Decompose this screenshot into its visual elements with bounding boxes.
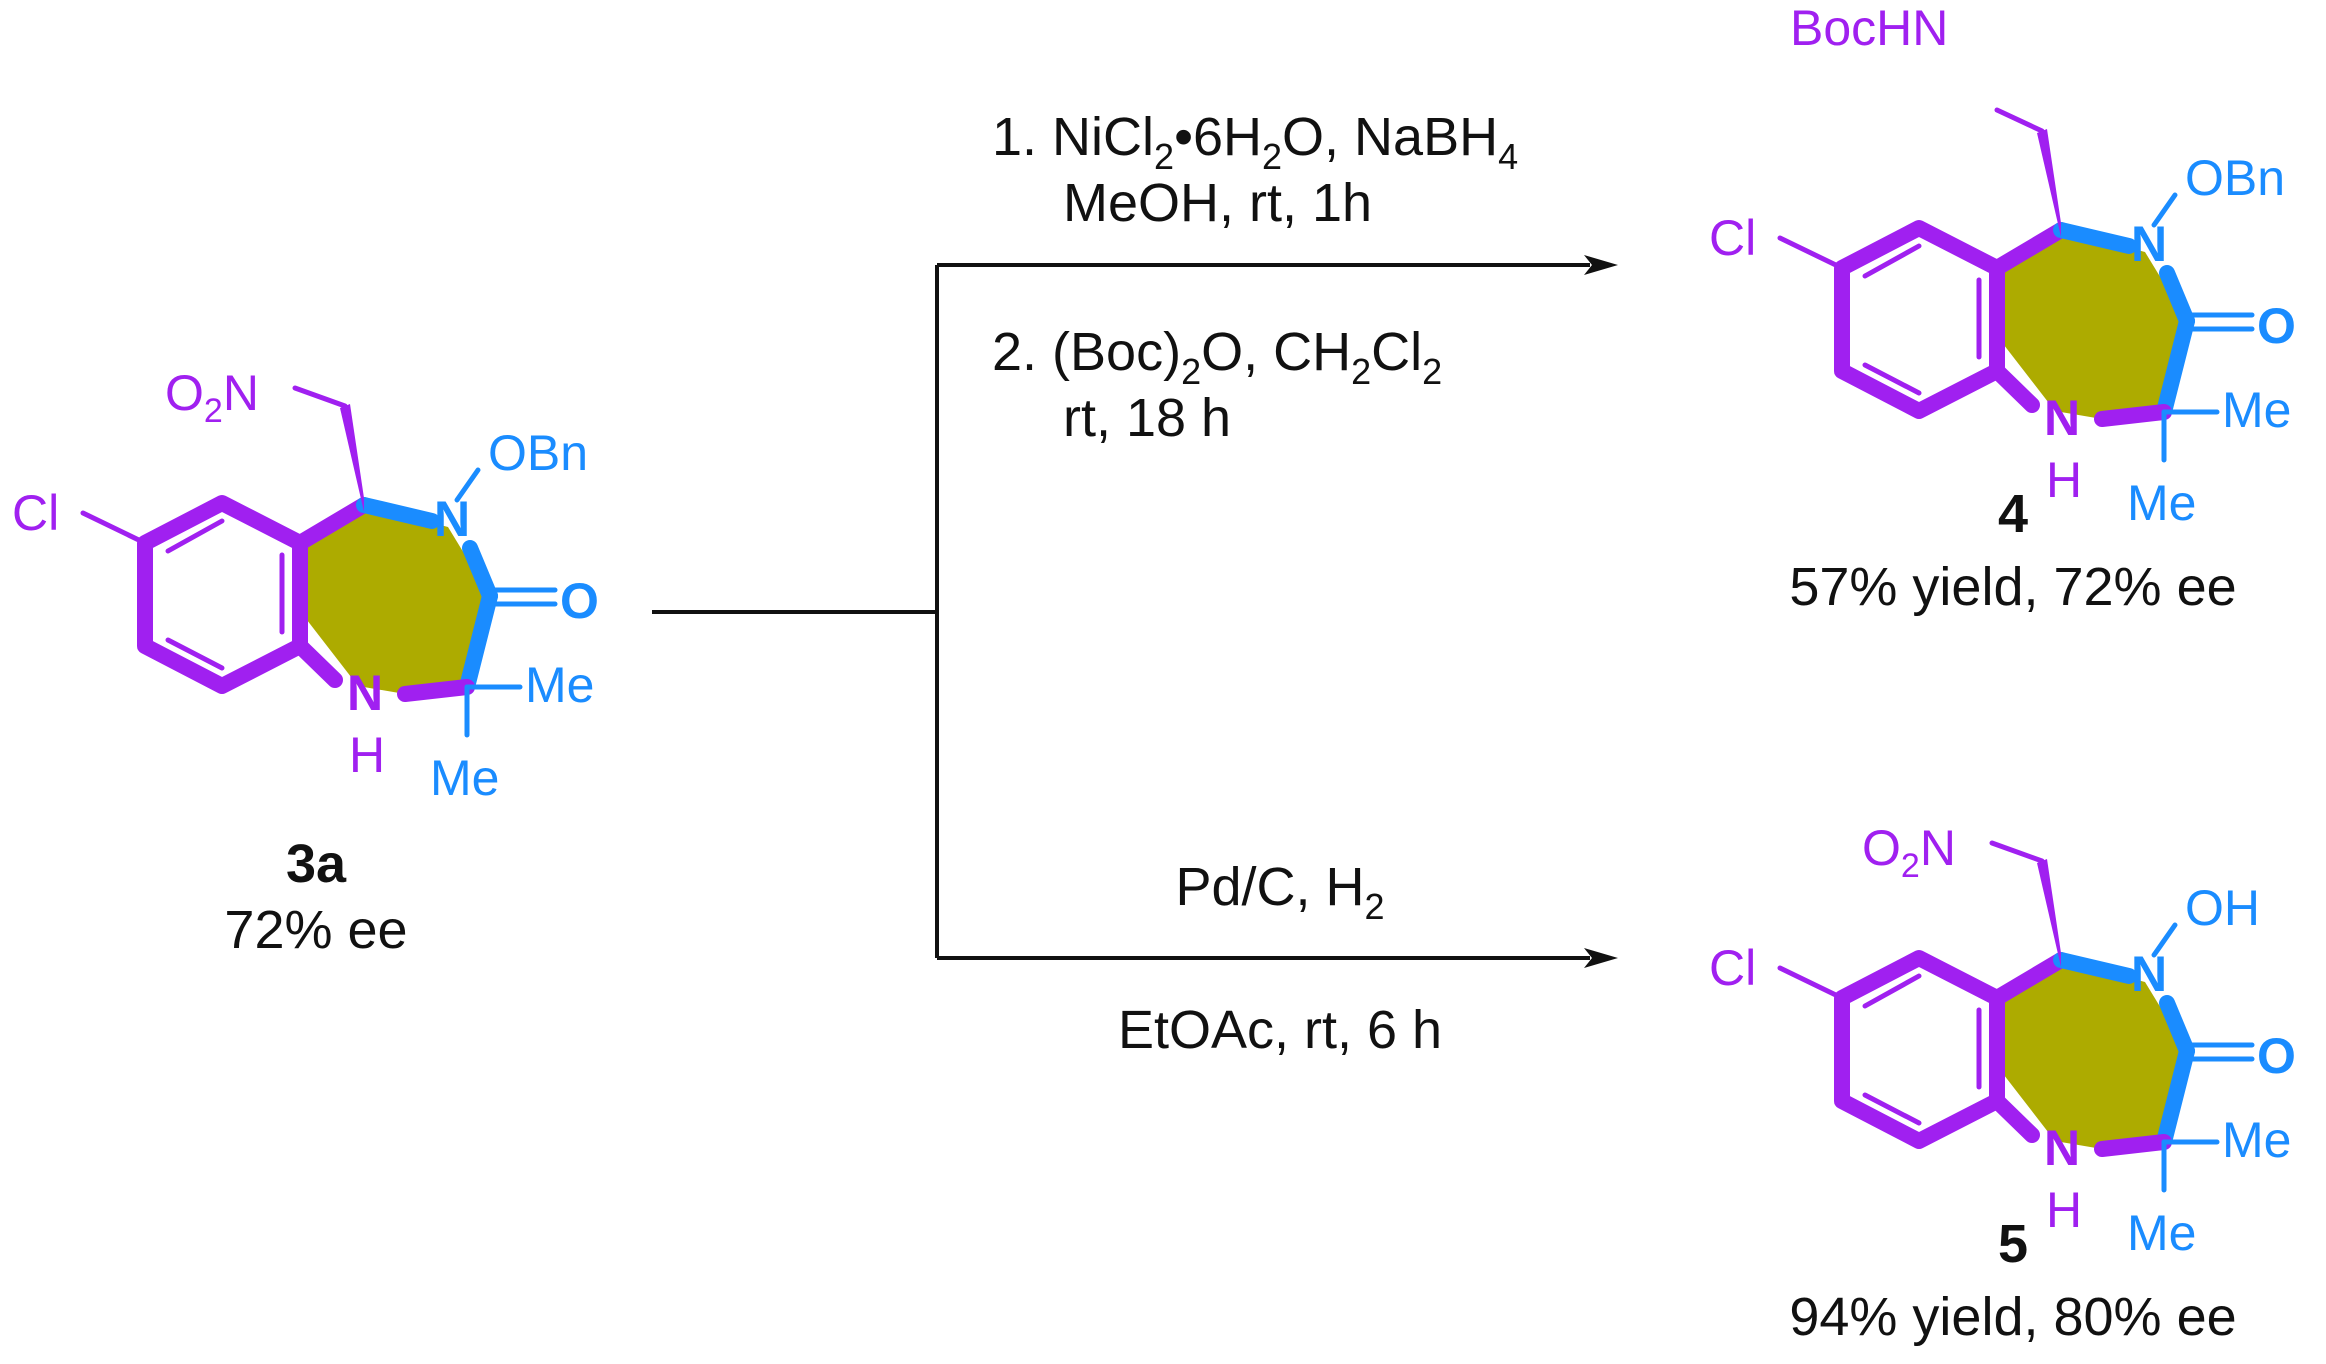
aromatic-inner-bond (165, 637, 225, 671)
arrowhead-bottom (1584, 948, 1618, 968)
condition-line-2: EtOAc, rt, 6 h (1118, 1000, 1442, 1060)
n-o-bond (2151, 922, 2178, 958)
ring-bond (292, 497, 372, 551)
nh-n-label: N (347, 665, 383, 721)
ring-n-label: N (434, 491, 470, 547)
ring-bond (2156, 313, 2195, 420)
conditions-top: 1. NiCl2•6H2O, NaBH4 MeOH, rt, 1h 2. (Bo… (992, 107, 1518, 448)
methyl-label: Me (2127, 475, 2196, 531)
molecule-4: Cl BocHN N OBn O N H Me Me (1709, 0, 2296, 531)
ring-bond (462, 540, 498, 604)
ring-bond (1989, 363, 2040, 413)
ring-bond (2094, 404, 2172, 427)
yield-ee-value: 57% yield, 72% ee (1789, 557, 2236, 617)
molecule-5: Cl O2N N OH O N H Me Me (1709, 820, 2296, 1261)
benzene-ring (1834, 950, 2005, 1149)
ring-bond (2053, 222, 2137, 254)
ch2-n-bond (292, 385, 348, 409)
stereo-wedge (340, 404, 364, 512)
ring-bond (2159, 265, 2195, 329)
obn-label: OBn (2185, 150, 2285, 206)
benzene-ring (1834, 220, 2005, 419)
aromatic-inner-bond (1862, 243, 1922, 279)
n-o-bond (2151, 192, 2178, 228)
cl-label: Cl (1709, 940, 1756, 996)
methyl-label: Me (2222, 382, 2291, 438)
compound-number: 5 (1998, 1214, 2028, 1274)
bochn-label: BocHN (1790, 0, 1948, 56)
cl-label: Cl (12, 485, 59, 541)
condition-line-3: 2. (Boc)2O, CH2Cl2 (992, 322, 1442, 392)
aromatic-inner-bond (165, 518, 225, 554)
ring-bond (397, 679, 475, 702)
diazepine-ring-fill (300, 505, 490, 694)
cl-bond (1777, 235, 1845, 271)
conditions-bottom: Pd/C, H2 EtOAc, rt, 6 h (1118, 857, 1442, 1060)
diazepine-ring-fill (1997, 960, 2187, 1149)
carbonyl-o-label: O (2257, 1028, 2296, 1084)
condition-line-4: rt, 18 h (1063, 388, 1231, 448)
aromatic-inner-bond (1862, 1092, 1922, 1126)
n-o-bond (454, 467, 481, 503)
molecule-3a: Cl O2N N OBn O N H Me Me 3a 72% ee (12, 365, 599, 960)
nh-n-label: N (2044, 1120, 2080, 1176)
arrowhead-top (1584, 255, 1618, 275)
nh-h-label: H (349, 727, 385, 783)
compound-number: 4 (1998, 484, 2028, 544)
cl-label: Cl (1709, 210, 1756, 266)
ring-n-label: N (2131, 946, 2167, 1002)
methyl-label: Me (2127, 1205, 2196, 1261)
ring-bond (1989, 952, 2069, 1006)
methyl-label: Me (525, 657, 594, 713)
nh-n-label: N (2044, 390, 2080, 446)
cl-bond (1777, 965, 1845, 1001)
cl-bond (80, 510, 148, 546)
compound-number: 3a (286, 834, 347, 894)
methyl-label: Me (430, 750, 499, 806)
ring-bond (2156, 1043, 2195, 1150)
ring-bond (1989, 1093, 2040, 1143)
benzene-ring (137, 495, 308, 694)
oh-label: OH (2185, 880, 2260, 936)
ring-bond (2094, 1134, 2172, 1157)
carbonyl-o-label: O (2257, 298, 2296, 354)
yield-ee-value: 94% yield, 80% ee (1789, 1287, 2236, 1347)
ring-bond (2159, 995, 2195, 1059)
reaction-arrows (652, 255, 1618, 968)
condition-line-1: Pd/C, H2 (1175, 857, 1384, 927)
condition-line-2: MeOH, rt, 1h (1063, 173, 1372, 233)
ee-value: 72% ee (224, 900, 407, 960)
condition-line-1: 1. NiCl2•6H2O, NaBH4 (992, 107, 1518, 177)
aromatic-inner-bond (1862, 973, 1922, 1009)
carbonyl-o-label: O (560, 573, 599, 629)
stereo-wedge (2037, 129, 2061, 237)
nh-h-label: H (2046, 1182, 2082, 1238)
obn-label: OBn (488, 425, 588, 481)
no2-label: O2N (165, 365, 259, 430)
no2-label: O2N (1862, 820, 1956, 885)
ring-bond (356, 497, 440, 529)
ring-bond (2053, 952, 2137, 984)
methyl-label: Me (2222, 1112, 2291, 1168)
diazepine-ring-fill (1997, 230, 2187, 419)
aromatic-inner-bond (1862, 362, 1922, 396)
ring-bond (459, 588, 498, 695)
ring-bond (292, 638, 343, 688)
ring-n-label: N (2131, 216, 2167, 272)
ch2-n-bond (1994, 107, 2045, 134)
ch2-n-bond (1989, 840, 2045, 864)
ring-bond (1989, 222, 2069, 276)
nh-h-label: H (2046, 452, 2082, 508)
stereo-wedge (2037, 859, 2061, 967)
